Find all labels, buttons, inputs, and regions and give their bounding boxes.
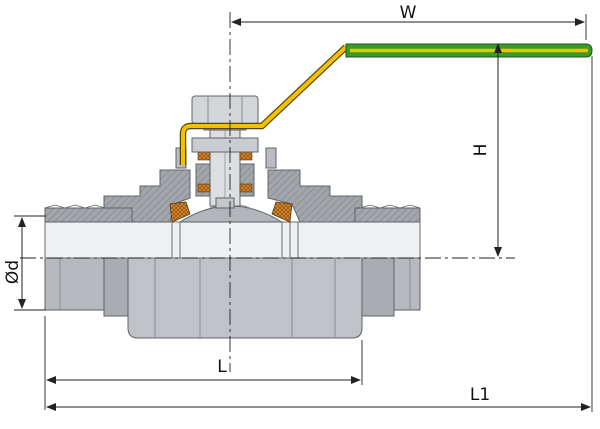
dimension-h: H: [471, 43, 502, 257]
stem-nut: [191, 95, 259, 125]
dim-label-l1: L1: [470, 385, 490, 405]
lever-handle: [179, 43, 593, 165]
dim-label-w: W: [400, 3, 417, 23]
dimension-w: W: [231, 3, 585, 26]
dim-label-l: L: [217, 357, 227, 377]
valve-body: [44, 257, 421, 339]
dim-label-d: Ød: [3, 260, 23, 284]
dimension-l: L: [46, 357, 361, 384]
construction-lines: [14, 12, 593, 412]
bore: [44, 221, 421, 259]
dimension-d: Ød: [3, 217, 26, 309]
stem-packing-left: [197, 183, 211, 193]
dimension-l1: L1: [46, 385, 591, 411]
left-seat-seal: [169, 201, 191, 223]
dim-label-h: H: [471, 144, 491, 157]
right-seat-seal: [271, 201, 293, 223]
center-body: [127, 257, 363, 339]
stem-assembly: [191, 95, 259, 209]
stem-packing-right: [239, 183, 253, 193]
body-section: [44, 147, 421, 223]
